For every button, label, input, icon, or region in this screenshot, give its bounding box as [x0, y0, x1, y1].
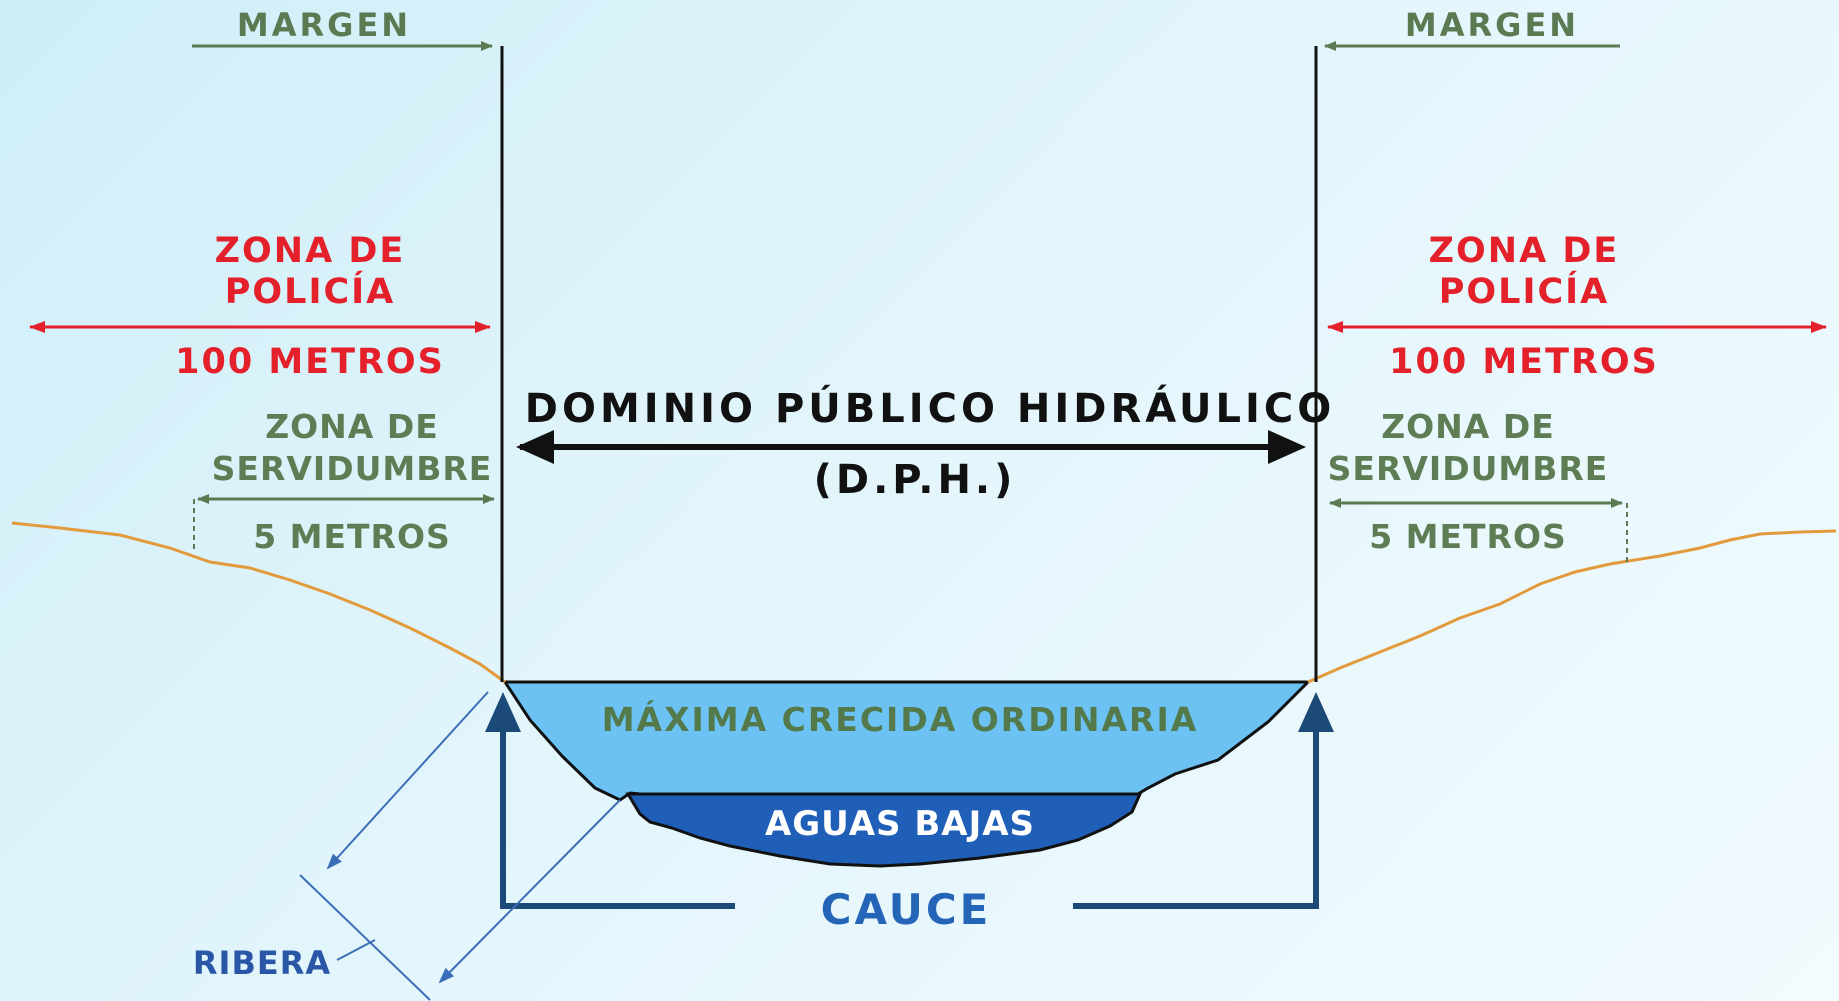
servidumbre-right-line1: ZONA DE: [1381, 407, 1555, 446]
policia-right-distance: 100 METROS: [1389, 342, 1659, 382]
ribera-leader: [336, 939, 376, 961]
ribera-label: RIBERA: [193, 944, 331, 982]
servidumbre-right-line2: SERVIDUMBRE: [1328, 449, 1609, 488]
cauce-bracket-left: [500, 718, 735, 909]
servidumbre-left-line1: ZONA DE: [265, 407, 439, 446]
policia-left-line2: POLICÍA: [225, 270, 396, 312]
dph-arrowhead-right: [1268, 430, 1306, 464]
policia-right-line2: POLICÍA: [1439, 270, 1610, 312]
terrain-left: [11, 521, 506, 684]
cauce-arrowhead-left: [485, 692, 521, 732]
ribera-arrow-lower: [438, 799, 621, 984]
dph-arrowhead-left: [516, 430, 554, 464]
policia-right-line1: ZONA DE: [1429, 231, 1620, 271]
margen-label-right: MARGEN: [1405, 6, 1579, 44]
cauce-arrowhead-right: [1298, 692, 1334, 732]
ribera-arrow-upper: [326, 691, 489, 870]
ribera-measure-line: [299, 874, 431, 1001]
dph-title: DOMINIO PÚBLICO HIDRÁULICO: [525, 384, 1335, 432]
policia-left-line1: ZONA DE: [215, 231, 406, 271]
policia-left-distance: 100 METROS: [175, 342, 445, 382]
cauce-label: CAUCE: [821, 885, 992, 934]
servidumbre-right-distance: 5 METROS: [1369, 517, 1567, 556]
cauce-bracket-right: [1073, 718, 1319, 909]
maxima-crecida-label: MÁXIMA CRECIDA ORDINARIA: [602, 699, 1199, 739]
margen-label-left: MARGEN: [237, 6, 411, 44]
terrain-right: [1307, 529, 1837, 684]
dph-abbr: (D.P.H.): [814, 457, 1017, 503]
aguas-bajas-area: [625, 792, 1143, 868]
servidumbre-left-line2: SERVIDUMBRE: [212, 449, 493, 488]
aguas-bajas-label: AGUAS BAJAS: [765, 804, 1035, 844]
servidumbre-left-distance: 5 METROS: [253, 517, 451, 556]
